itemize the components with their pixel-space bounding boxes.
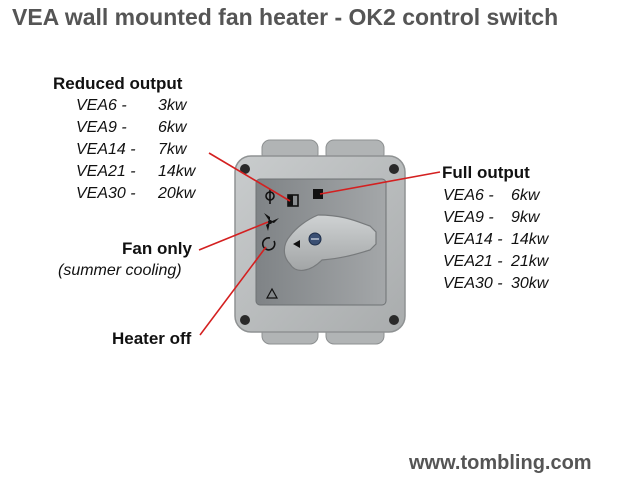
leader-lines: [198, 152, 441, 336]
list-item: VEA30 -20kw: [76, 185, 196, 202]
full-symbol-icon: [313, 189, 323, 199]
fan-only-note: (summer cooling): [58, 262, 182, 279]
page-title: VEA wall mounted fan heater - OK2 contro…: [12, 4, 559, 30]
footer-url: www.tombling.com: [409, 452, 592, 474]
list-item: VEA14 -14kw: [443, 231, 549, 248]
fan-symbol-icon: [264, 213, 279, 231]
corner-screws: [240, 164, 399, 325]
list-item: VEA21 -21kw: [443, 253, 549, 270]
fan-only-heading: Fan only: [122, 239, 192, 258]
list-item: VEA6 -6kw: [443, 187, 540, 204]
reduced-output-heading: Reduced output: [53, 74, 183, 93]
list-item: VEA30 -30kw: [443, 275, 549, 292]
list-item: VEA9 -6kw: [76, 119, 187, 136]
heater-off-heading: Heater off: [112, 329, 192, 348]
list-item: VEA9 -9kw: [443, 209, 540, 226]
full-output-heading: Full output: [442, 163, 530, 182]
list-item: VEA6 -3kw: [76, 97, 187, 114]
list-item: VEA21 -14kw: [76, 163, 196, 180]
warning-symbol-icon: [265, 287, 279, 299]
list-item: VEA14 -7kw: [76, 141, 187, 158]
heater-symbol-icon: [265, 189, 275, 204]
rotary-knob[interactable]: [283, 214, 377, 271]
